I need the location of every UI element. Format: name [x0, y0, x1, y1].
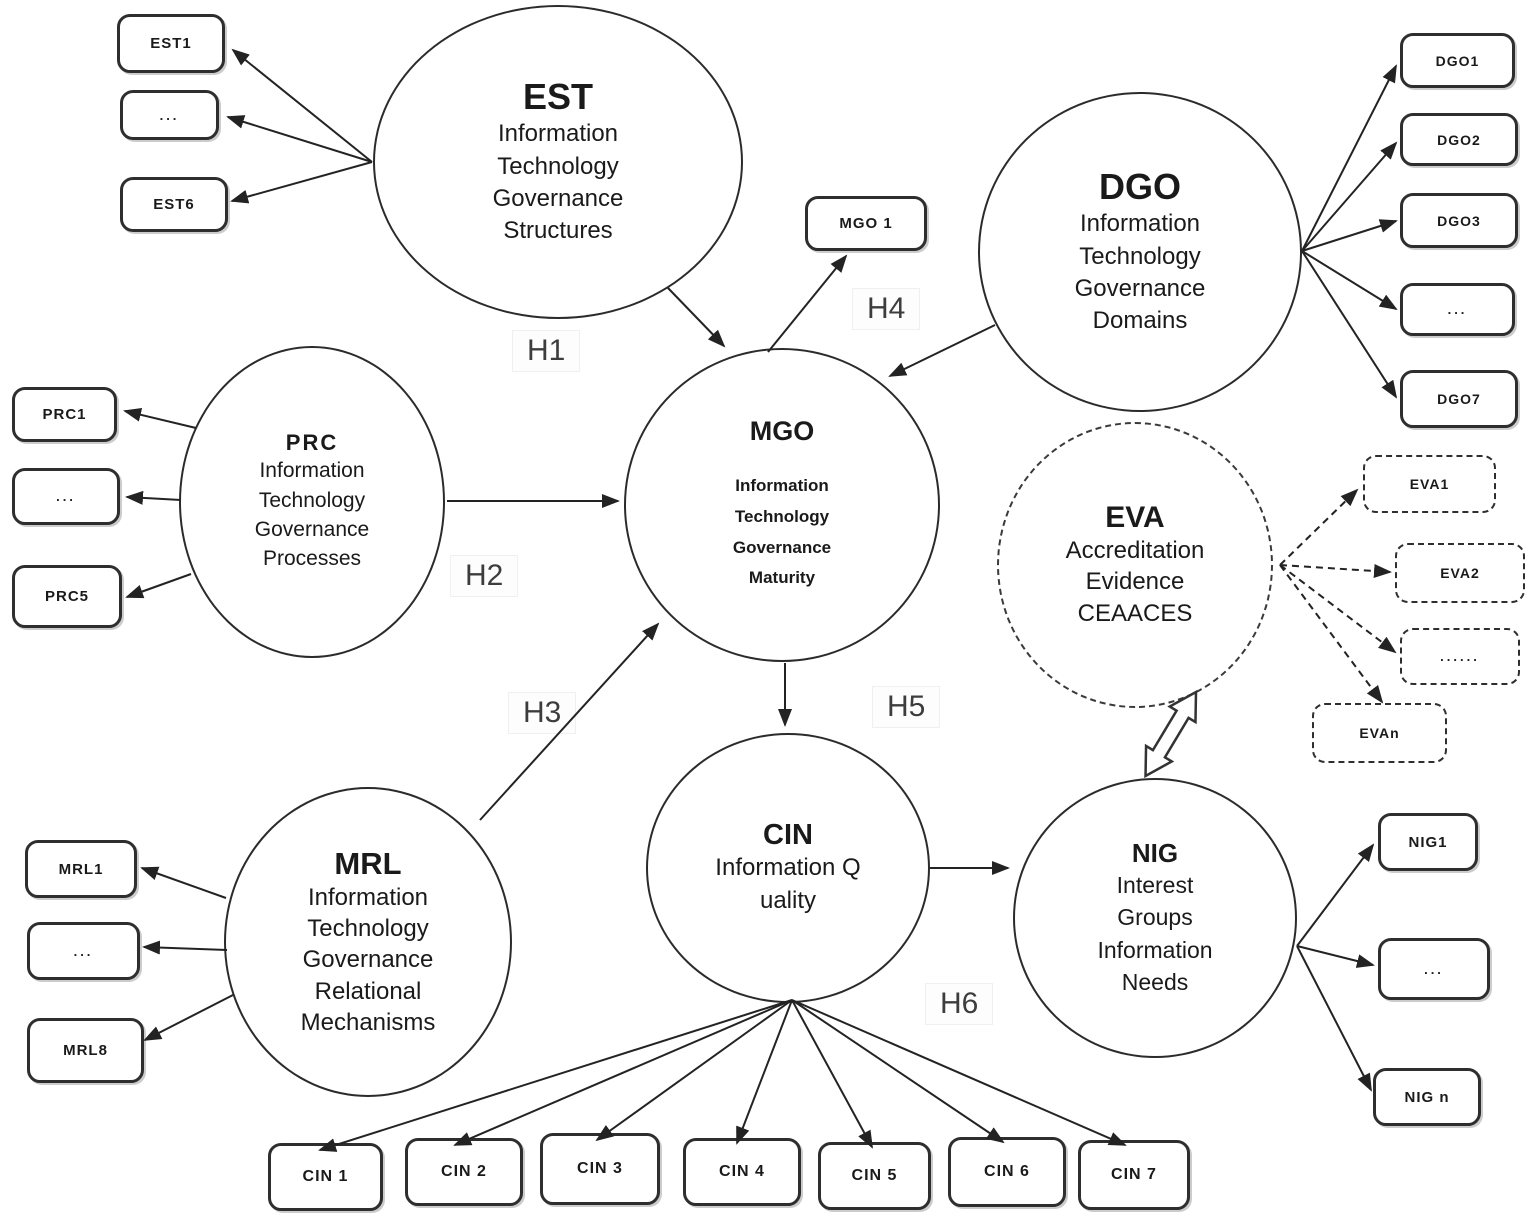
- indicator-box-dgo-dots: ...: [1400, 283, 1515, 336]
- indicator-box-eva2: EVA2: [1395, 543, 1525, 603]
- indicator-box-cin7: CIN 7: [1078, 1140, 1190, 1210]
- indicator-box-prc5: PRC5: [12, 565, 122, 628]
- node-title: DGO: [1098, 166, 1181, 208]
- node-title: MRL: [334, 846, 402, 882]
- indicator-box-est-dots: ...: [120, 90, 219, 140]
- hypothesis-label-h2: H2: [450, 555, 519, 597]
- node-title: NIG: [1131, 838, 1179, 869]
- indicator-box-eva1: EVA1: [1363, 455, 1496, 513]
- latent-node-eva: EVA Accreditation Evidence CEAACES: [997, 422, 1273, 708]
- node-title: EVA: [1105, 501, 1165, 535]
- indicator-box-prc1: PRC1: [12, 387, 117, 442]
- node-title: PRC: [285, 430, 339, 456]
- arrow-dgo-to-mgo: [888, 324, 996, 377]
- hypothesis-label-h3: H3: [508, 692, 577, 734]
- arrow-mgo-to-mgo1: [767, 254, 848, 353]
- indicator-box-est6: EST6: [120, 177, 228, 232]
- indicator-box-cin5: CIN 5: [818, 1142, 931, 1210]
- node-subtitle: Information Technology Governance Domain…: [1074, 210, 1206, 335]
- indicator-box-dgo1: DGO1: [1400, 33, 1515, 88]
- latent-node-mgo: MGO Information Technology Governance Ma…: [624, 348, 940, 662]
- node-subtitle: Accreditation Evidence CEAACES: [1065, 537, 1205, 627]
- eva-indicator-arrows: [1279, 488, 1397, 704]
- latent-node-nig: NIG Interest Groups Information Needs: [1013, 778, 1297, 1058]
- latent-node-est: EST Information Technology Governance St…: [373, 5, 743, 319]
- indicator-box-dgo7: DGO7: [1400, 370, 1518, 428]
- node-title: EST: [522, 76, 593, 118]
- indicator-box-evan: EVAn: [1312, 703, 1447, 763]
- node-title: CIN: [763, 819, 813, 852]
- arrow-est-to-mgo: [667, 287, 726, 348]
- indicator-box-prc-dots: ...: [12, 468, 120, 525]
- node-subtitle: Information Technology Governance Struct…: [492, 120, 624, 245]
- indicator-box-cin6: CIN 6: [948, 1137, 1066, 1207]
- indicator-box-mgo1: MGO 1: [805, 196, 927, 251]
- indicator-box-nig1: NIG1: [1378, 813, 1478, 871]
- hypothesis-label-h4: H4: [852, 288, 921, 330]
- node-title: MGO: [749, 416, 815, 447]
- node-subtitle: Information Technology Governance Relati…: [300, 884, 436, 1036]
- node-subtitle: Information Technology Governance Maturi…: [732, 476, 832, 588]
- node-subtitle: Information Technology Governance Proces…: [254, 459, 370, 571]
- latent-node-prc: PRC Information Technology Governance Pr…: [179, 346, 445, 658]
- node-subtitle: Information Q uality: [715, 854, 861, 914]
- indicator-box-mrl8: MRL8: [27, 1018, 144, 1083]
- indicator-box-cin2: CIN 2: [405, 1138, 523, 1206]
- indicator-box-nign: NIG n: [1373, 1068, 1481, 1126]
- indicator-box-nig-dots: ...: [1378, 938, 1490, 1000]
- indicator-box-cin4: CIN 4: [683, 1138, 801, 1206]
- est-indicator-arrows: [226, 48, 373, 204]
- latent-node-mrl: MRL Information Technology Governance Re…: [224, 787, 512, 1097]
- latent-node-cin: CIN Information Q uality: [646, 733, 930, 1003]
- indicator-box-mrl-dots: ...: [27, 922, 140, 980]
- indicator-box-eva-dots: ......: [1400, 628, 1520, 685]
- node-subtitle: Interest Groups Information Needs: [1097, 872, 1213, 995]
- indicator-box-cin3: CIN 3: [540, 1133, 660, 1205]
- hypothesis-label-h6: H6: [925, 983, 994, 1025]
- mrl-indicator-arrows: [140, 866, 234, 1041]
- hypothesis-label-h5: H5: [872, 686, 941, 728]
- indicator-box-cin1: CIN 1: [268, 1143, 383, 1211]
- dgo-indicator-arrows: [1301, 64, 1398, 399]
- indicator-box-dgo3: DGO3: [1400, 193, 1518, 248]
- indicator-box-est1: EST1: [117, 14, 225, 73]
- indicator-box-dgo2: DGO2: [1400, 113, 1518, 166]
- nig-indicator-arrows: [1296, 843, 1375, 1092]
- indicator-box-mrl1: MRL1: [25, 840, 137, 898]
- latent-node-dgo: DGO Information Technology Governance Do…: [978, 92, 1302, 412]
- hypothesis-label-h1: H1: [512, 330, 581, 372]
